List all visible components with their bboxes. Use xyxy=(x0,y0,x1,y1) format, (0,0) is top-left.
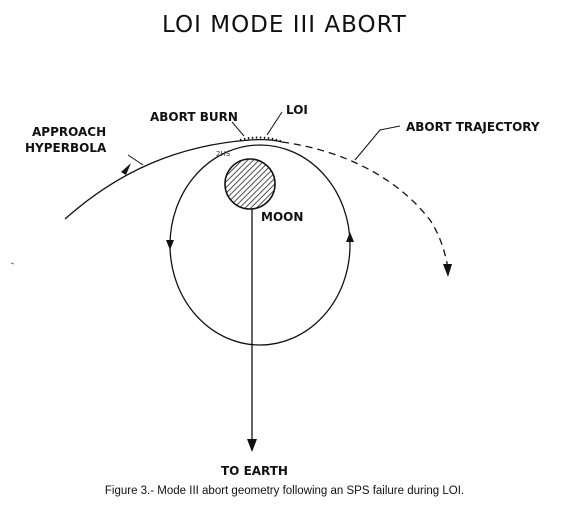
moon-label: MOON xyxy=(261,210,303,224)
orbit-arrow-left xyxy=(166,240,174,250)
to-earth-arrow xyxy=(247,439,257,452)
loi-label: LOI xyxy=(286,103,308,117)
abort-trajectory-curve xyxy=(281,141,449,269)
approach-hyperbola-curve xyxy=(64,138,283,220)
approach-leader-line xyxy=(127,154,144,166)
approach-label-line2: HYPERBOLA xyxy=(25,141,107,155)
moon-body xyxy=(224,158,276,210)
orbit-arrow-right xyxy=(346,232,354,242)
abort-trajectory-arrow xyxy=(443,264,452,277)
diagram-title: LOI MODE III ABORT xyxy=(162,12,407,38)
burn-mark-label: 2HS xyxy=(216,150,231,158)
to-earth-label: TO EARTH xyxy=(221,464,288,478)
loi-leader-line xyxy=(266,111,283,136)
abort-burn-leader-line xyxy=(231,121,245,137)
figure-caption: Figure 3.- Mode III abort geometry follo… xyxy=(104,485,465,497)
abort-burn-label: ABORT BURN xyxy=(150,110,238,124)
abort-trajectory-leader-line xyxy=(354,125,401,161)
abort-trajectory-label: ABORT TRAJECTORY xyxy=(406,120,540,134)
stray-mark xyxy=(10,262,15,265)
approach-label-line1: APPROACH xyxy=(32,125,106,139)
approach-direction-arrow xyxy=(121,163,131,175)
loi-burn-arc xyxy=(239,136,284,143)
